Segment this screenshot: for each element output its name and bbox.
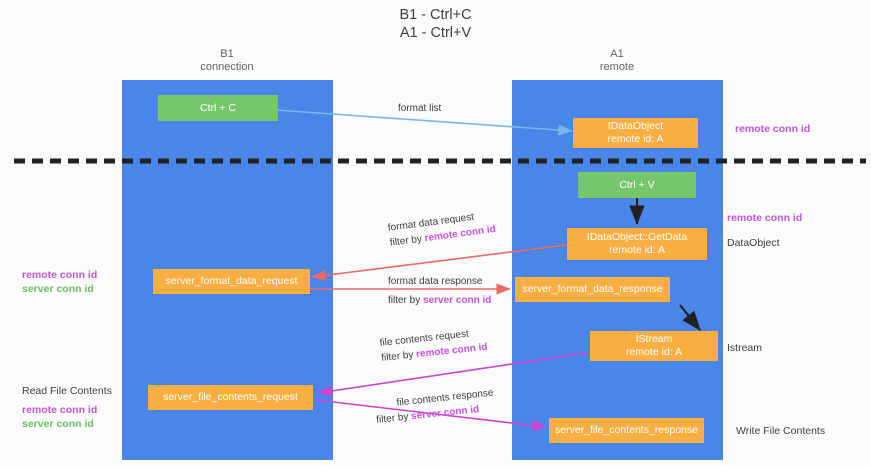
annotation-dataobject: DataObject (727, 236, 780, 250)
flow-fdres-line2: filter by server conn id (388, 293, 491, 308)
node-idataobject-getdata[interactable]: IDataObject::GetData remote id: A (567, 228, 707, 260)
node-idataobject-line2: remote id: A (607, 133, 664, 145)
flow-fcreq-prefix: filter by (380, 349, 417, 364)
annotation-write-file-contents: Write File Contents (736, 424, 825, 438)
node-server-format-data-request[interactable]: server_format_data_request (153, 269, 310, 294)
flow-fdreq-prefix: filter by (389, 233, 426, 249)
node-istream-line2: remote id: A (625, 346, 683, 358)
column-header-a1: A1 remote (512, 48, 722, 74)
annotation-remote-conn-id-top: remote conn id (735, 122, 810, 136)
node-ctrl-c[interactable]: Ctrl + C (158, 95, 278, 121)
annotation-dataobject-text: DataObject (727, 237, 780, 249)
annotation-left-conn-ids-mid: remote conn id server conn id (22, 268, 97, 296)
flow-format-list-text: format list (398, 103, 442, 114)
node-server-format-data-response-label: server_format_data_response (522, 283, 663, 295)
node-server-format-data-request-label: server_format_data_request (165, 275, 298, 287)
node-ctrl-v[interactable]: Ctrl + V (578, 172, 696, 198)
flow-fdres-line1: format data response (388, 276, 483, 287)
flow-label-format-list: format list (398, 101, 441, 116)
annotation-left-server-conn-id-mid: server conn id (22, 283, 94, 295)
node-getdata-line1: IDataObject::GetData (586, 231, 688, 243)
annotation-remote-conn-id-top-text: remote conn id (735, 123, 811, 135)
annotation-read-file-contents-text: Read File Contents (22, 385, 112, 397)
column-b1-role: connection (200, 61, 254, 73)
annotation-left-remote-conn-id-bottom: remote conn id (22, 404, 98, 416)
node-server-file-contents-request-label: server_file_contents_request (163, 391, 298, 403)
node-ctrl-c-label: Ctrl + C (200, 101, 236, 114)
node-istream-line1: IStream (635, 333, 673, 345)
column-a1-role: remote (599, 61, 635, 73)
node-idataobject[interactable]: IDataObject remote id: A (573, 118, 698, 148)
title-line-2: A1 - Ctrl+V (399, 25, 472, 41)
flow-fcres-prefix: filter by (375, 411, 412, 426)
flow-label-format-data-response: format data response filter by server co… (388, 274, 491, 308)
node-server-file-contents-response[interactable]: server_file_contents_response (549, 418, 704, 443)
node-server-file-contents-request[interactable]: server_file_contents_request (148, 385, 313, 410)
annotation-write-file-contents-text: Write File Contents (736, 425, 826, 437)
flow-label-file-contents-request: file contents request filter by remote c… (379, 325, 488, 366)
annotation-remote-conn-id-mid-text: remote conn id (727, 212, 803, 224)
annotation-read-file-contents: Read File Contents (22, 384, 112, 398)
node-idataobject-line1: IDataObject (607, 120, 664, 132)
column-a1-name: A1 (610, 48, 624, 60)
flow-fdres-key: server conn id (423, 295, 492, 306)
annotation-left-conn-ids-bottom: remote conn id server conn id (22, 403, 97, 431)
diagram-title: B1 - Ctrl+C A1 - Ctrl+V (0, 6, 871, 42)
flow-label-file-contents-response: file contents response filter by server … (374, 386, 496, 428)
node-server-file-contents-response-label: server_file_contents_response (554, 424, 698, 436)
title-line-1: B1 - Ctrl+C (399, 7, 472, 23)
flow-fdres-prefix: filter by (388, 295, 424, 306)
annotation-left-server-conn-id-bottom: server conn id (22, 418, 94, 430)
annotation-istream-text: Istream (727, 342, 763, 354)
node-server-format-data-response[interactable]: server_format_data_response (515, 277, 670, 302)
annotation-remote-conn-id-mid: remote conn id (727, 211, 802, 225)
flow-label-format-data-request: format data request filter by remote con… (387, 207, 497, 251)
annotation-left-remote-conn-id-mid: remote conn id (22, 269, 98, 281)
node-getdata-line2: remote id: A (608, 244, 666, 256)
column-b1-name: B1 (220, 48, 234, 60)
column-header-b1: B1 connection (122, 48, 332, 74)
node-ctrl-v-label: Ctrl + V (619, 178, 655, 191)
node-istream[interactable]: IStream remote id: A (590, 331, 718, 361)
annotation-istream: Istream (727, 341, 762, 355)
